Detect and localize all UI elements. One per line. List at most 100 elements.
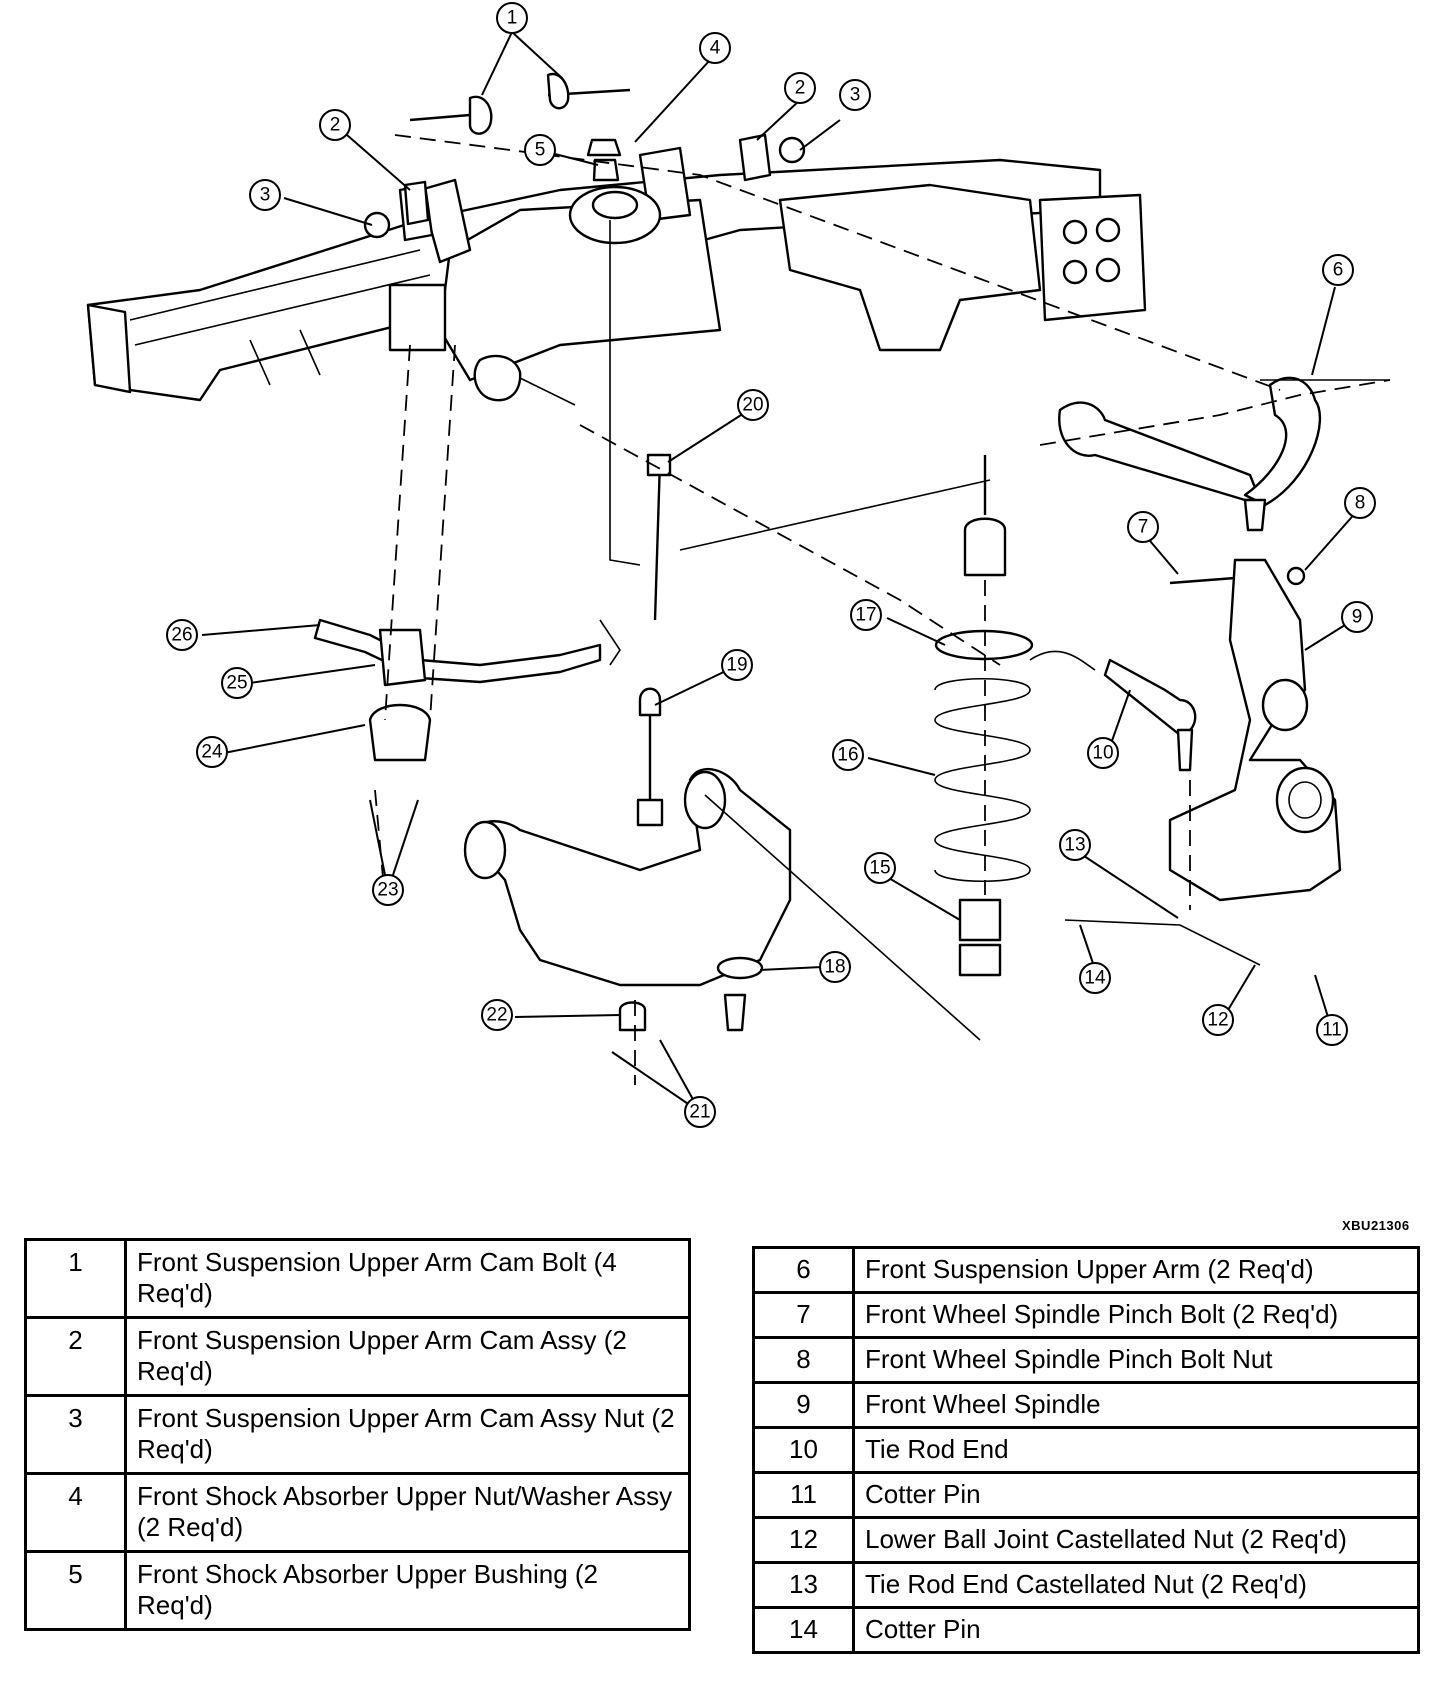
legend-number: 9 [752,1381,855,1429]
callout-14: 14 [1079,962,1111,994]
callout-6: 6 [1322,254,1354,286]
callout-3: 3 [839,79,871,111]
svg-text:9: 9 [1352,607,1363,628]
callout-3: 3 [249,179,281,211]
svg-text:23: 23 [377,880,398,901]
assembly-lines [374,134,1391,1085]
svg-text:3: 3 [850,85,861,106]
callout-9: 9 [1341,601,1373,633]
svg-text:6: 6 [1333,260,1344,281]
svg-text:5: 5 [535,140,546,161]
callout-16: 16 [832,739,864,771]
legend-number: 2 [24,1316,127,1397]
front-shock-absorber [958,455,1007,977]
svg-text:11: 11 [1322,1020,1342,1041]
callout-23: 23 [372,874,404,906]
svg-text:20: 20 [742,395,763,416]
lower-control-arm [463,768,792,1032]
legend-description: Front Suspension Upper Arm Cam Assy (2 R… [124,1316,691,1397]
legend-number: 4 [24,1472,127,1553]
callout-21: 21 [684,1096,716,1128]
callout-15: 15 [864,852,896,884]
svg-text:17: 17 [855,605,876,626]
legend-number: 3 [24,1394,127,1475]
legend-description: Front Suspension Upper Arm (2 Req'd) [852,1246,1420,1294]
legend-description: Cotter Pin [852,1471,1420,1519]
svg-text:19: 19 [726,655,747,676]
callout-leaders [201,31,1359,1113]
legend-description: Tie Rod End [852,1426,1420,1474]
callout-24: 24 [196,736,228,768]
callout-7: 7 [1127,511,1159,543]
callout-18: 18 [819,951,851,983]
svg-text:21: 21 [689,1102,710,1123]
suspension-exploded-diagram: 1 2 2 3 3 4 5 6 7 8 9 10 11 12 13 14 15 … [86,2,1391,1128]
svg-text:8: 8 [1355,493,1366,514]
legend-number: 8 [752,1336,855,1384]
callout-markers: 1 2 2 3 3 4 5 6 7 8 9 10 11 12 13 14 15 … [166,2,1376,1128]
svg-text:3: 3 [260,185,271,206]
svg-text:13: 13 [1064,835,1085,856]
svg-text:14: 14 [1084,968,1106,989]
legend-description: Front Wheel Spindle [852,1381,1420,1429]
callout-13: 13 [1059,829,1091,861]
svg-text:24: 24 [201,742,223,763]
callout-20: 20 [737,389,769,421]
figure-code: XBU21306 [1342,1218,1410,1233]
svg-text:2: 2 [795,78,806,99]
svg-text:25: 25 [226,673,247,694]
svg-text:12: 12 [1207,1010,1228,1031]
legend-number: 1 [24,1238,127,1319]
legend-number: 14 [752,1606,855,1654]
legend-description: Front Suspension Upper Arm Cam Bolt (4 R… [124,1238,691,1319]
legend-number: 7 [752,1291,855,1339]
callout-1: 1 [496,2,528,34]
legend-number: 5 [24,1550,127,1631]
callout-8: 8 [1344,487,1376,519]
legend-description: Lower Ball Joint Castellated Nut (2 Req'… [852,1516,1420,1564]
svg-text:7: 7 [1138,517,1149,538]
callout-10: 10 [1087,737,1119,769]
upper-arm-cam-bolts [363,72,806,239]
svg-text:18: 18 [824,957,845,978]
upper-control-arm [1058,376,1322,532]
callout-19: 19 [721,649,753,681]
legend-description: Front Wheel Spindle Pinch Bolt Nut [852,1336,1420,1384]
coil-spring [934,629,1034,883]
callout-2: 2 [319,109,351,141]
svg-text:26: 26 [171,625,192,646]
svg-text:22: 22 [486,1005,507,1026]
tie-rod-end [1103,658,1197,772]
callout-4: 4 [699,32,731,64]
legend-number: 10 [752,1426,855,1474]
legend-number: 13 [752,1561,855,1609]
front-wheel-spindle [1168,558,1342,902]
legend-description: Tie Rod End Castellated Nut (2 Req'd) [852,1561,1420,1609]
stabilizer-bar [313,618,602,762]
callout-22: 22 [481,999,513,1031]
callout-17: 17 [850,599,882,631]
legend-number: 6 [752,1246,855,1294]
legend-description: Front Suspension Upper Arm Cam Assy Nut … [124,1394,691,1475]
svg-text:16: 16 [837,745,858,766]
callout-5: 5 [524,134,556,166]
callout-11: 11 [1316,1014,1348,1046]
callout-2: 2 [784,72,816,104]
legend-description: Front Wheel Spindle Pinch Bolt (2 Req'd) [852,1291,1420,1339]
front-frame-crossmember [86,146,1147,406]
legend-description: Cotter Pin [852,1606,1420,1654]
